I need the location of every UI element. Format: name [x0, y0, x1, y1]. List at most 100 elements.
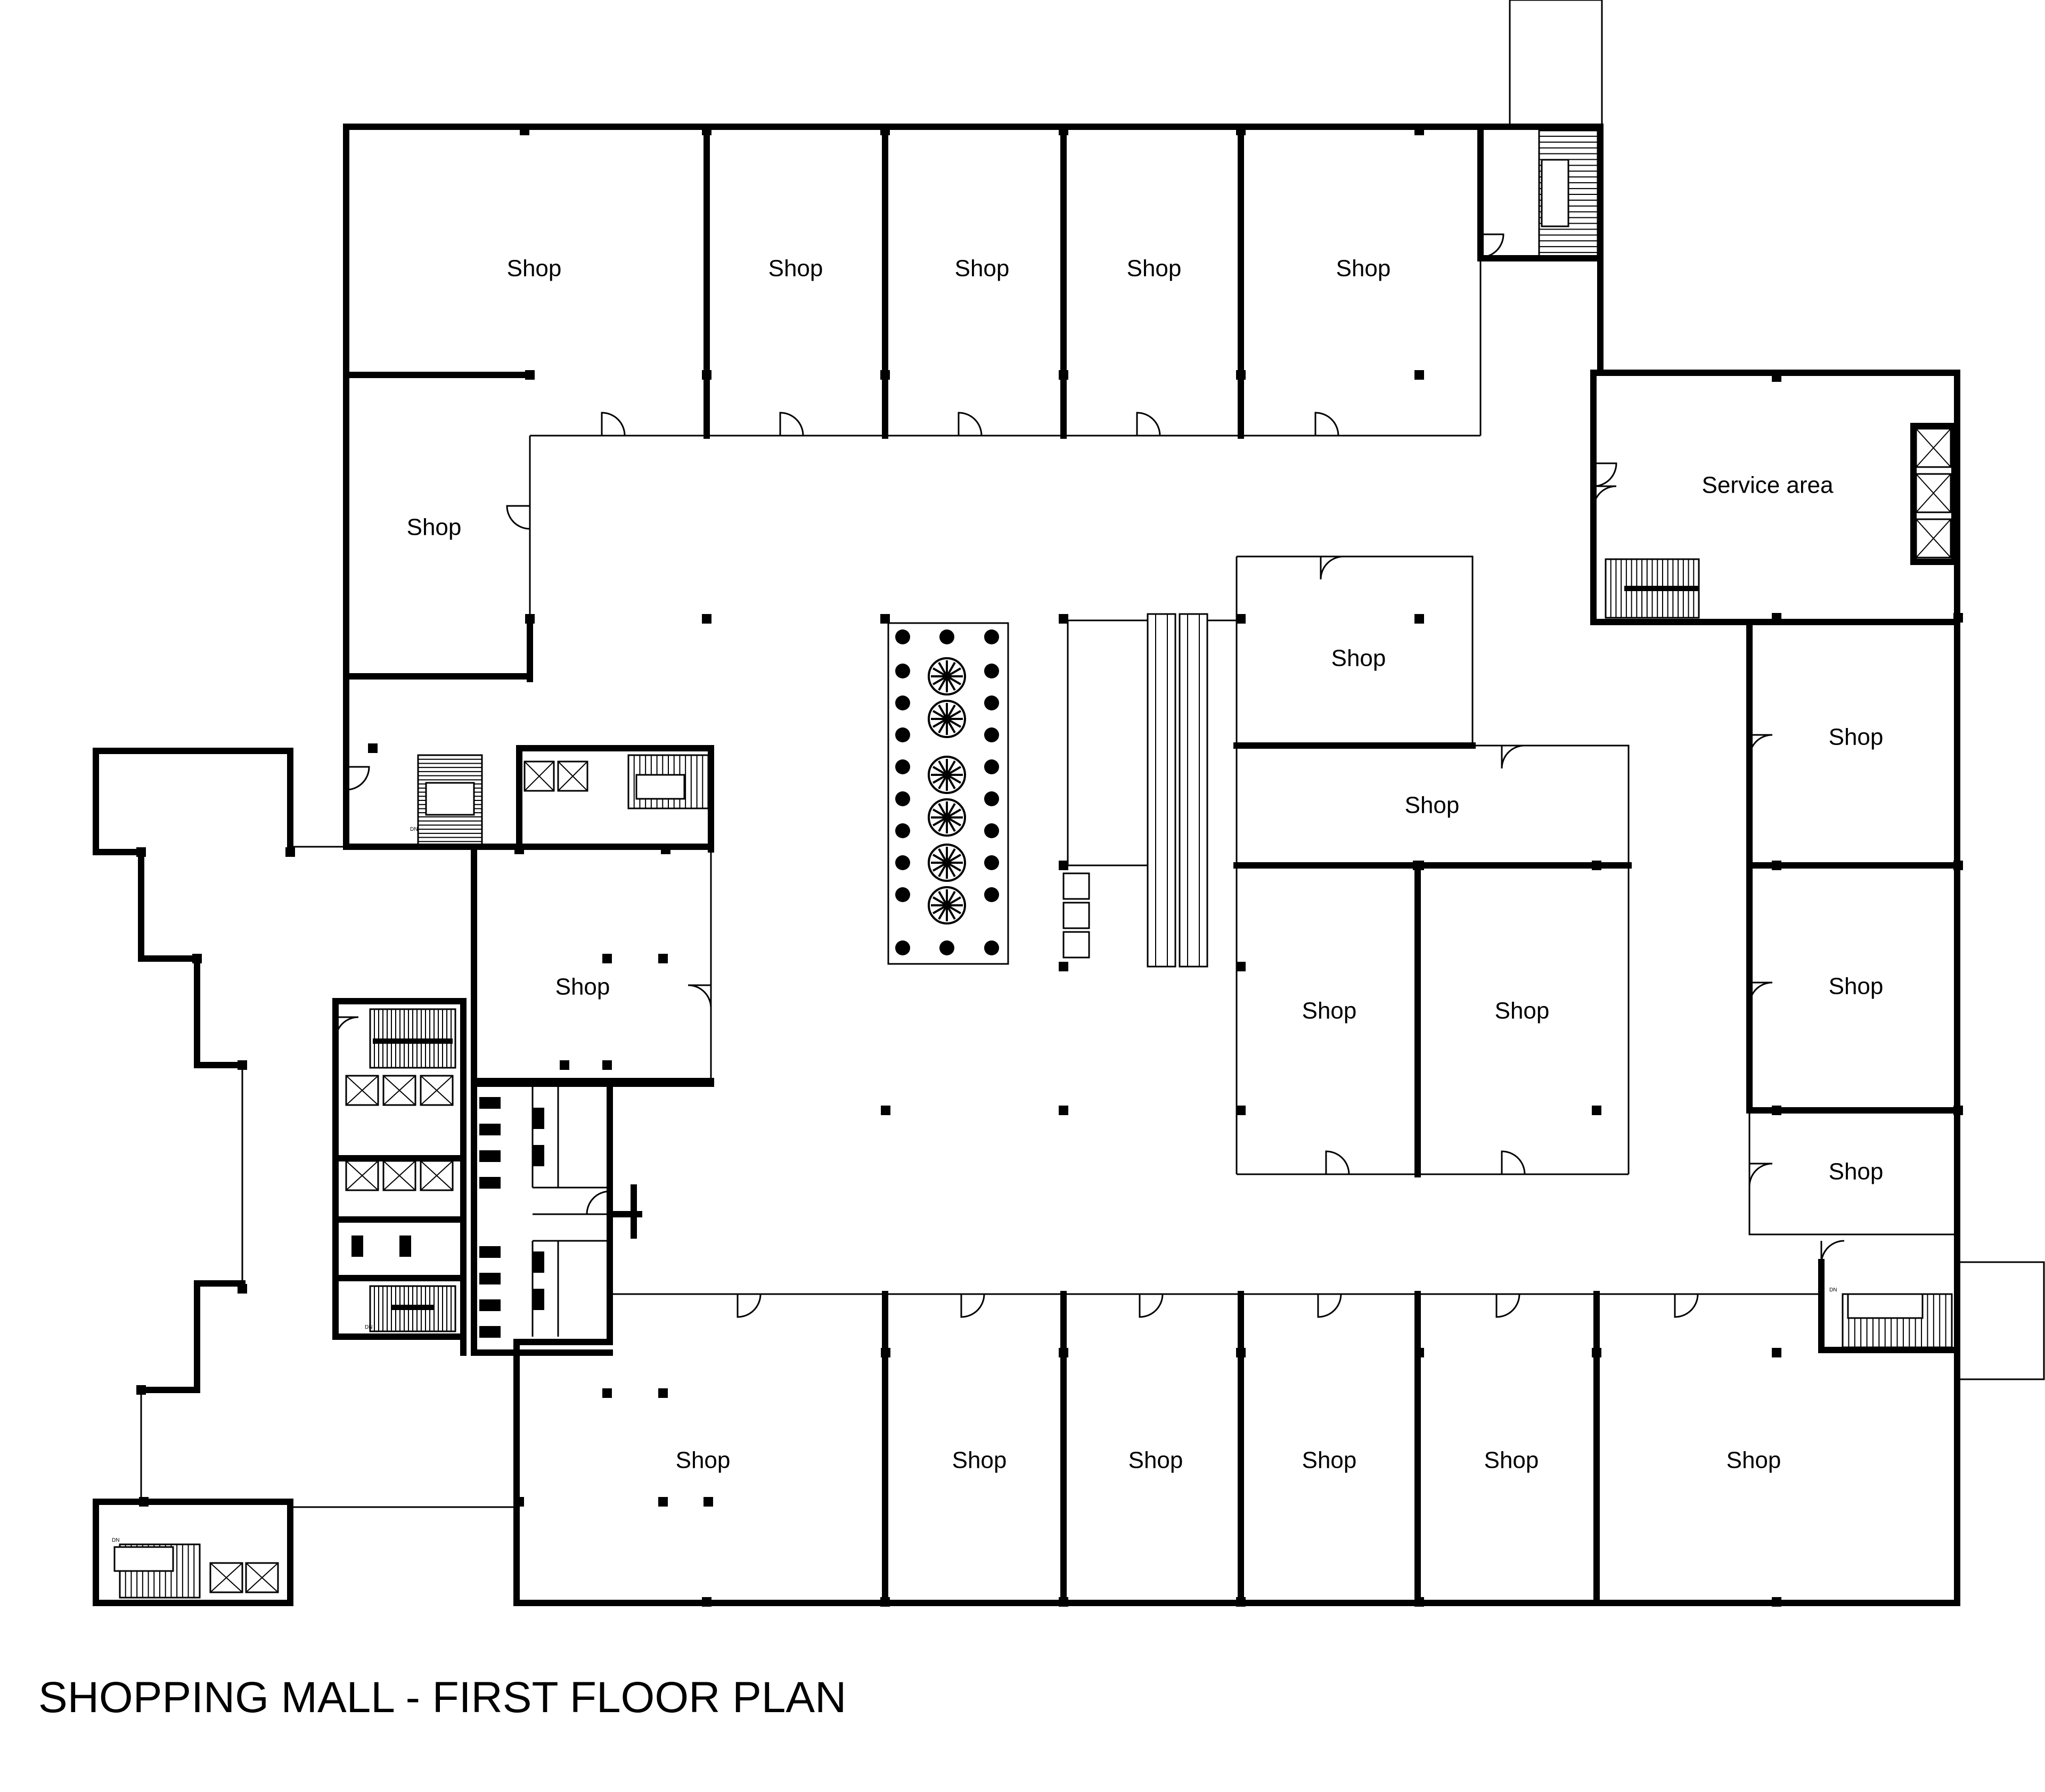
right-shop-partitions — [1746, 619, 1960, 1235]
tree-branch — [932, 896, 948, 906]
column — [136, 1385, 146, 1395]
outer-walls — [93, 124, 1960, 1606]
column — [192, 954, 202, 963]
tree-branch — [932, 667, 948, 677]
tree-branch — [932, 774, 948, 784]
room-label-shop-right-3: Shop — [1829, 1159, 1884, 1185]
plan-title: SHOPPING MALL - FIRST FLOOR PLAN — [38, 1673, 846, 1722]
stairs — [113, 129, 1953, 1599]
seat — [984, 855, 999, 870]
tree-branch — [946, 662, 956, 677]
column — [880, 614, 890, 624]
seat — [984, 629, 999, 644]
elevator-cluster-right — [1915, 428, 1952, 559]
door-shop-bottom — [1317, 1294, 1342, 1318]
column — [704, 1497, 713, 1507]
room-label-service-area: Service area — [1702, 472, 1834, 498]
column — [1772, 1348, 1781, 1357]
tree-branch — [946, 862, 961, 872]
seat — [984, 695, 999, 710]
door-shop-top — [779, 412, 804, 436]
column — [1772, 1597, 1781, 1607]
room-label-shop-left-upper: Shop — [407, 514, 462, 541]
tree-branch — [938, 803, 948, 819]
door-shop-center-4 — [1501, 1150, 1526, 1175]
tree-branch — [938, 760, 948, 776]
tree-branch — [932, 766, 948, 776]
tree-branch — [946, 675, 961, 685]
stair-landing — [1847, 1293, 1924, 1319]
stair-dn-label: DN — [1829, 1287, 1837, 1293]
elevator-cluster-top-left — [523, 760, 588, 792]
column — [525, 614, 535, 624]
column — [1953, 1106, 1963, 1115]
tree-branch — [938, 862, 948, 877]
door-stair-top-right — [1480, 233, 1504, 258]
column — [1413, 861, 1422, 870]
door-shop-bottom — [1495, 1294, 1520, 1318]
stair-dn-label: DN — [365, 1324, 372, 1330]
column — [136, 847, 146, 857]
column — [1236, 1597, 1246, 1607]
door-restroom-stair — [334, 1016, 359, 1041]
elevator-cluster-left-upper — [345, 1075, 454, 1191]
column — [702, 614, 711, 624]
column — [514, 845, 524, 854]
tree-branch — [946, 710, 961, 720]
seat — [984, 664, 999, 678]
column — [1772, 861, 1781, 870]
tree-branch — [946, 816, 956, 832]
room-label-shop-bottom-5: Shop — [1484, 1447, 1539, 1474]
tree-branch — [946, 718, 956, 733]
column — [1592, 861, 1601, 870]
column — [1236, 962, 1246, 971]
tree-branch — [938, 848, 948, 864]
door-stair-left — [346, 766, 370, 791]
column — [602, 954, 612, 963]
stair-landing — [635, 774, 685, 800]
stair-landing — [113, 1546, 174, 1572]
door-shop-top — [1314, 412, 1339, 436]
column — [1772, 1106, 1781, 1115]
structural-columns — [136, 126, 1963, 1607]
door-restroom-bar — [607, 1184, 642, 1239]
seat — [895, 940, 910, 955]
seat — [895, 791, 910, 806]
tree-branch — [938, 662, 948, 677]
room-label-shop-top-1: Shop — [507, 256, 562, 282]
tree-branch — [938, 774, 948, 789]
stair-landing — [425, 782, 475, 816]
tree-branch — [946, 808, 961, 819]
tree-branch — [946, 675, 956, 691]
room-label-shop-center-3: Shop — [1302, 998, 1357, 1024]
column — [880, 370, 890, 380]
tree-branch — [932, 808, 948, 819]
door-shop-center-1 — [1320, 555, 1344, 580]
column — [880, 1597, 890, 1607]
seat — [984, 823, 999, 838]
column — [658, 954, 668, 963]
door-service-1 — [1593, 462, 1617, 487]
room-label-shop-top-3: Shop — [955, 256, 1010, 282]
room-label-shop-top-2: Shop — [768, 256, 823, 282]
column — [702, 1597, 711, 1607]
column — [238, 1060, 247, 1070]
column — [285, 847, 295, 857]
tree-branch — [946, 848, 956, 864]
column — [1772, 372, 1781, 382]
door-service-2 — [1592, 485, 1617, 510]
door-shop-bottom — [1139, 1294, 1164, 1318]
seat — [895, 887, 910, 902]
tree-branch — [946, 774, 956, 789]
tree-branch — [932, 816, 948, 827]
column — [368, 743, 378, 753]
seat — [895, 629, 910, 644]
door-shop-right-2 — [1748, 981, 1773, 1006]
planter-area — [887, 622, 1009, 965]
stair-dn-label: DN — [112, 1537, 119, 1543]
column — [1414, 370, 1424, 380]
door-shop-bottom — [1674, 1294, 1699, 1318]
column — [514, 1497, 524, 1507]
tree-branch — [946, 803, 956, 819]
seat — [939, 629, 954, 644]
